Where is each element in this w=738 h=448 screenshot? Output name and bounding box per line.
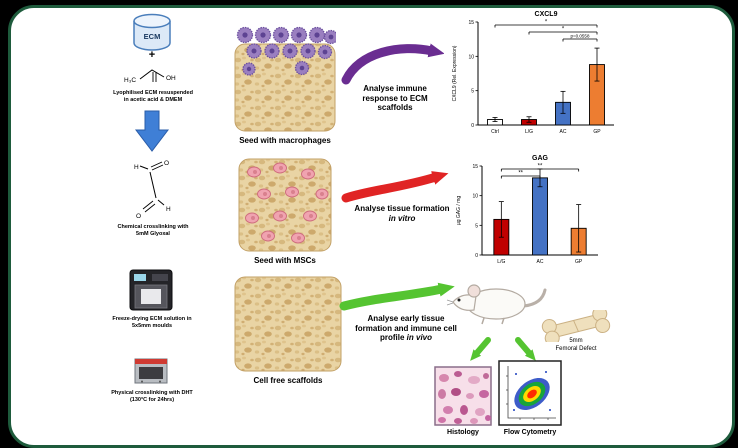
femoral-defect-label: 5mm Femoral Defect xyxy=(534,338,618,353)
ecm-label: ECM xyxy=(144,32,161,41)
svg-text:L/G: L/G xyxy=(497,259,505,265)
flow-density-blob xyxy=(514,377,550,411)
svg-text:5: 5 xyxy=(471,89,474,95)
svg-text:GP: GP xyxy=(593,129,601,135)
acetic-methyl-label: H₃C xyxy=(124,77,136,84)
scaffold-mscs-label: Seed with MSCs xyxy=(254,256,316,265)
invivo-analysis-arrow-icon xyxy=(339,282,455,311)
dht-oven-icon xyxy=(134,358,168,384)
down-arrow-icon xyxy=(134,110,170,152)
step4-caption: Physical crosslinking with DHT (130°C fo… xyxy=(111,390,193,403)
svg-text:0: 0 xyxy=(471,123,474,129)
flow-cytometry-image xyxy=(498,360,562,426)
scaffold-cell-free-image xyxy=(234,276,342,372)
svg-text:CXCL9: CXCL9 xyxy=(535,11,558,18)
svg-text:0: 0 xyxy=(475,253,478,259)
svg-text:AC: AC xyxy=(537,259,544,265)
immune-analysis-text: Analyse immune response to ECM scaffolds xyxy=(362,84,428,113)
femur-bone-icon xyxy=(541,310,611,342)
invivo-analysis-italic: in vivo xyxy=(406,333,433,343)
msc-cells xyxy=(245,162,329,244)
step3-caption: Freeze-drying ECM solution in 5x5mm moul… xyxy=(112,316,192,329)
defect-name-text: Femoral Defect xyxy=(555,345,597,352)
acetic-acid-structure: H₃C OH xyxy=(124,69,176,84)
scaffold-macrophages-label: Seed with macrophages xyxy=(239,136,331,145)
step2-caption: Chemical crosslinking with 5mM Glyoxal xyxy=(117,224,189,237)
svg-text:p=0.0558: p=0.0558 xyxy=(571,34,590,39)
svg-text:*: * xyxy=(562,27,565,33)
tissue-analysis-arrow-icon xyxy=(341,171,449,203)
step1-caption: Lyophilised ECM resuspended in acetic ac… xyxy=(113,90,193,103)
graphical-abstract-panel xyxy=(8,5,735,448)
svg-text:10: 10 xyxy=(468,54,474,60)
histology-label: Histology xyxy=(447,429,479,436)
tissue-analysis-text: Analyse tissue formation xyxy=(354,204,450,213)
glyoxal-h-top: H xyxy=(134,164,139,171)
svg-text:µg GAG / mg: µg GAG / mg xyxy=(456,196,462,225)
flow-cytometry-label: Flow Cytometry xyxy=(503,429,557,436)
glyoxal-structure: H O O H xyxy=(134,160,171,220)
mouse-icon xyxy=(446,284,547,325)
arrow-to-flow-icon xyxy=(515,337,536,361)
svg-text:10: 10 xyxy=(472,194,478,200)
acetic-hydroxyl-label: OH xyxy=(166,75,176,82)
freeze-dryer-icon xyxy=(129,269,173,311)
scaffold-mscs-image xyxy=(238,158,332,252)
svg-text:GP: GP xyxy=(575,259,583,265)
invivo-analysis-text: Analyse early tissue formation and immun… xyxy=(355,314,457,343)
svg-text:Ctrl: Ctrl xyxy=(491,129,499,135)
svg-text:CXCL9 (Rel. Expression): CXCL9 (Rel. Expression) xyxy=(452,45,458,101)
scaffold-macrophages-image xyxy=(234,26,336,132)
svg-text:L/G: L/G xyxy=(525,129,533,135)
arrow-to-histology-icon xyxy=(470,337,491,361)
immune-analysis-label: Analyse immune response to ECM scaffolds xyxy=(346,84,444,113)
invivo-analysis-label: Analyse early tissue formation and immun… xyxy=(350,314,462,343)
histology-image xyxy=(434,366,492,426)
scaffold-cell-free-label: Cell free scaffolds xyxy=(253,376,323,385)
ecm-cylinder-icon: ECM xyxy=(133,13,171,51)
macrophage-cells xyxy=(236,26,336,76)
histology-tissue-texture xyxy=(438,371,491,424)
tissue-analysis-italic: in vitro xyxy=(388,213,416,223)
glyoxal-o-bottom: O xyxy=(136,213,141,220)
svg-text:15: 15 xyxy=(472,164,478,170)
svg-text:15: 15 xyxy=(468,20,474,26)
glyoxal-h-bottom: H xyxy=(166,206,171,213)
glyoxal-o-top: O xyxy=(164,160,169,167)
svg-text:AC: AC xyxy=(560,129,567,135)
svg-text:**: ** xyxy=(538,164,543,170)
gag-chart: GAG 0 5 10 15 µg GAG / mg L/G AC GP ** ** xyxy=(456,155,598,265)
defect-size-text: 5mm xyxy=(569,338,583,344)
svg-text:**: ** xyxy=(518,171,523,177)
tissue-analysis-label: Analyse tissue formation in vitro xyxy=(350,204,454,223)
plus-sign: + xyxy=(148,49,156,61)
svg-text:5: 5 xyxy=(475,223,478,229)
svg-text:*: * xyxy=(545,20,548,26)
immune-analysis-arrow-icon xyxy=(341,43,444,85)
svg-text:GAG: GAG xyxy=(532,155,549,162)
